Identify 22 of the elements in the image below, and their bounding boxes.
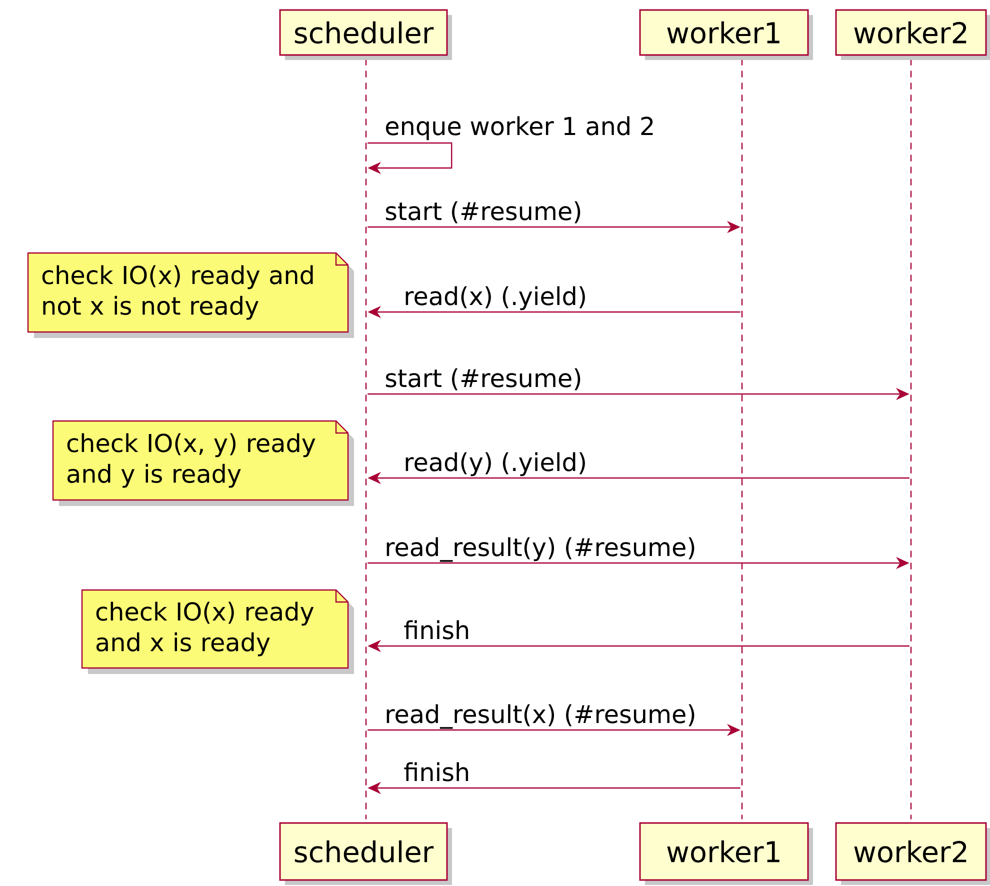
participant-box: scheduler	[279, 822, 452, 885]
note: check IO(x, y) ready and y is ready	[52, 420, 354, 506]
participant-box: worker1	[639, 822, 813, 885]
participant-box: scheduler	[279, 9, 452, 60]
note: check IO(x) ready and not x is not ready	[27, 252, 354, 338]
message-label: read(y) (.yield)	[406, 452, 585, 476]
message-label: read_result(x) (#resume)	[386, 704, 694, 729]
message-label: read_result(y) (#resume)	[386, 537, 694, 562]
message-label: start (#resume)	[386, 368, 580, 390]
self-message-arrow	[368, 142, 452, 174]
lifeline	[910, 58, 912, 820]
message-label: start (#resume)	[386, 201, 580, 224]
message-label: enque worker 1 and 2	[386, 116, 653, 140]
message-label: read(x) (.yield)	[406, 286, 585, 310]
participant-box: worker2	[835, 9, 990, 60]
note: check IO(x) ready and x is ready	[81, 589, 354, 674]
message-label: finish	[404, 620, 468, 640]
participant-box: worker1	[639, 9, 813, 60]
lifeline	[365, 58, 367, 820]
message-label: finish	[404, 762, 468, 782]
participant-box: worker2	[835, 822, 990, 885]
lifeline	[741, 58, 743, 820]
